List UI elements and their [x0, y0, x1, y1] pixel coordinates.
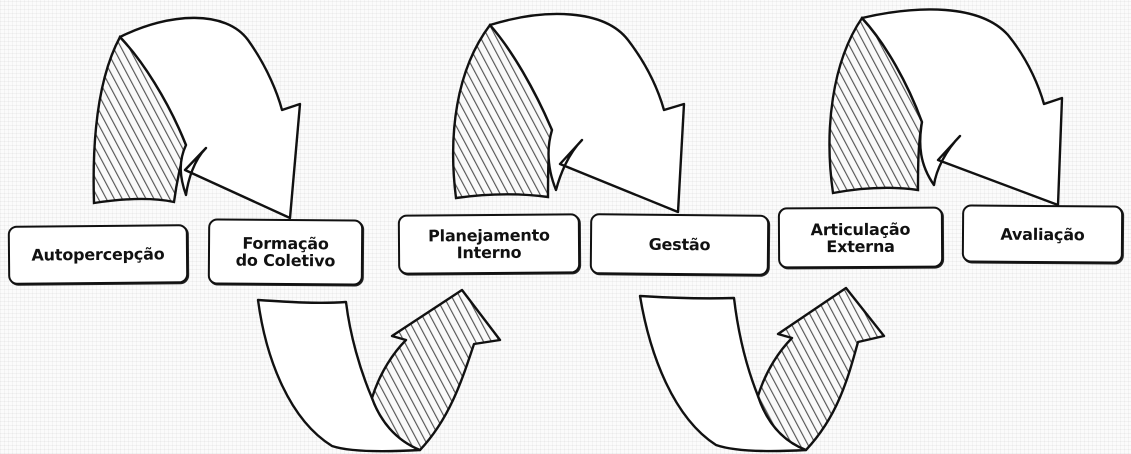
stage-label-articulacao-externa: Articulação Externa	[810, 219, 911, 256]
stage-box-planejamento-interno: Planejamento Interno	[397, 213, 581, 275]
stage-box-autopercepcao: Autopercepção	[7, 224, 189, 285]
arrow-bottom-2	[638, 286, 886, 453]
arrow-top-2	[451, 12, 686, 214]
stage-box-avaliacao: Avaliação	[961, 204, 1124, 264]
stage-label-gestao: Gestão	[648, 234, 711, 255]
arrow-top-1-white-side	[118, 16, 302, 220]
stage-label-autopercepcao: Autopercepção	[31, 244, 165, 265]
stage-label-avaliacao: Avaliação	[1000, 224, 1085, 244]
arrow-bottom-1-hatched-side	[370, 288, 502, 452]
arrow-top-3-white-side	[860, 8, 1064, 207]
stage-box-formacao-do-coletivo: Formação do Coletivo	[207, 218, 364, 286]
stage-box-articulacao-externa: Articulação Externa	[777, 206, 944, 269]
arrow-top-1	[92, 16, 302, 220]
arrow-bottom-1	[256, 288, 502, 453]
arrow-top-3	[828, 8, 1064, 207]
arrow-bottom-2-hatched-side	[756, 286, 886, 452]
stage-label-formacao-do-coletivo: Formação do Coletivo	[235, 233, 336, 271]
stage-box-gestao: Gestão	[589, 213, 770, 276]
arrow-top-2-white-side	[488, 12, 686, 214]
stage-label-planejamento-interno: Planejamento Interno	[428, 225, 550, 263]
